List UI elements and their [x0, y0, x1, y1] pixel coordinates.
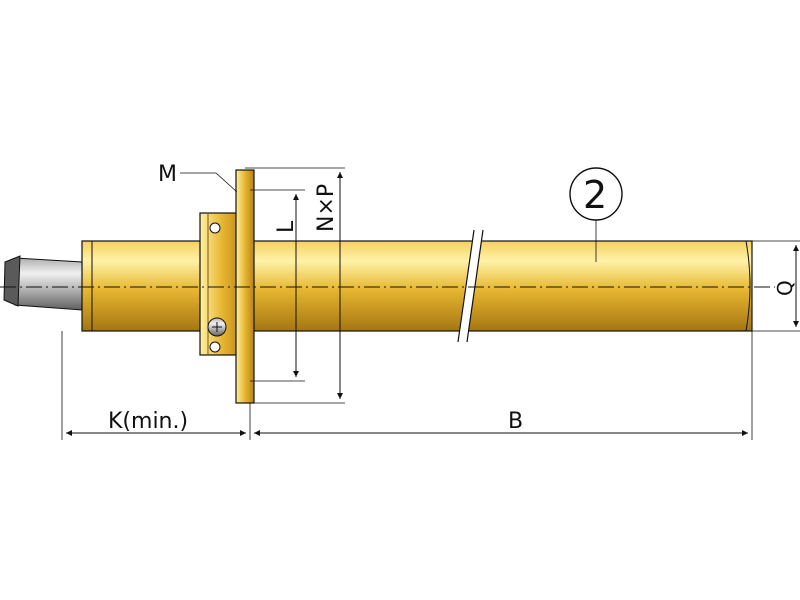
label-part-number: 2 — [583, 173, 607, 217]
mounting-flange — [199, 169, 255, 404]
grease-nipple-icon — [207, 317, 227, 337]
label-flange-height: N×P — [314, 184, 339, 232]
flange-hole-bottom — [209, 341, 221, 353]
label-min-clearance: K(min.) — [108, 409, 188, 434]
label-flange-holes: M — [158, 162, 177, 187]
label-tube-length: B — [508, 409, 523, 434]
label-hole-spacing: L — [274, 220, 299, 233]
part-number-balloon — [569, 167, 623, 221]
label-tube-diameter: Q — [773, 280, 797, 296]
flange-hole-top — [209, 222, 221, 234]
stern-tube — [81, 229, 753, 343]
dimension-lines — [66, 172, 799, 436]
extension-lines — [61, 167, 800, 440]
